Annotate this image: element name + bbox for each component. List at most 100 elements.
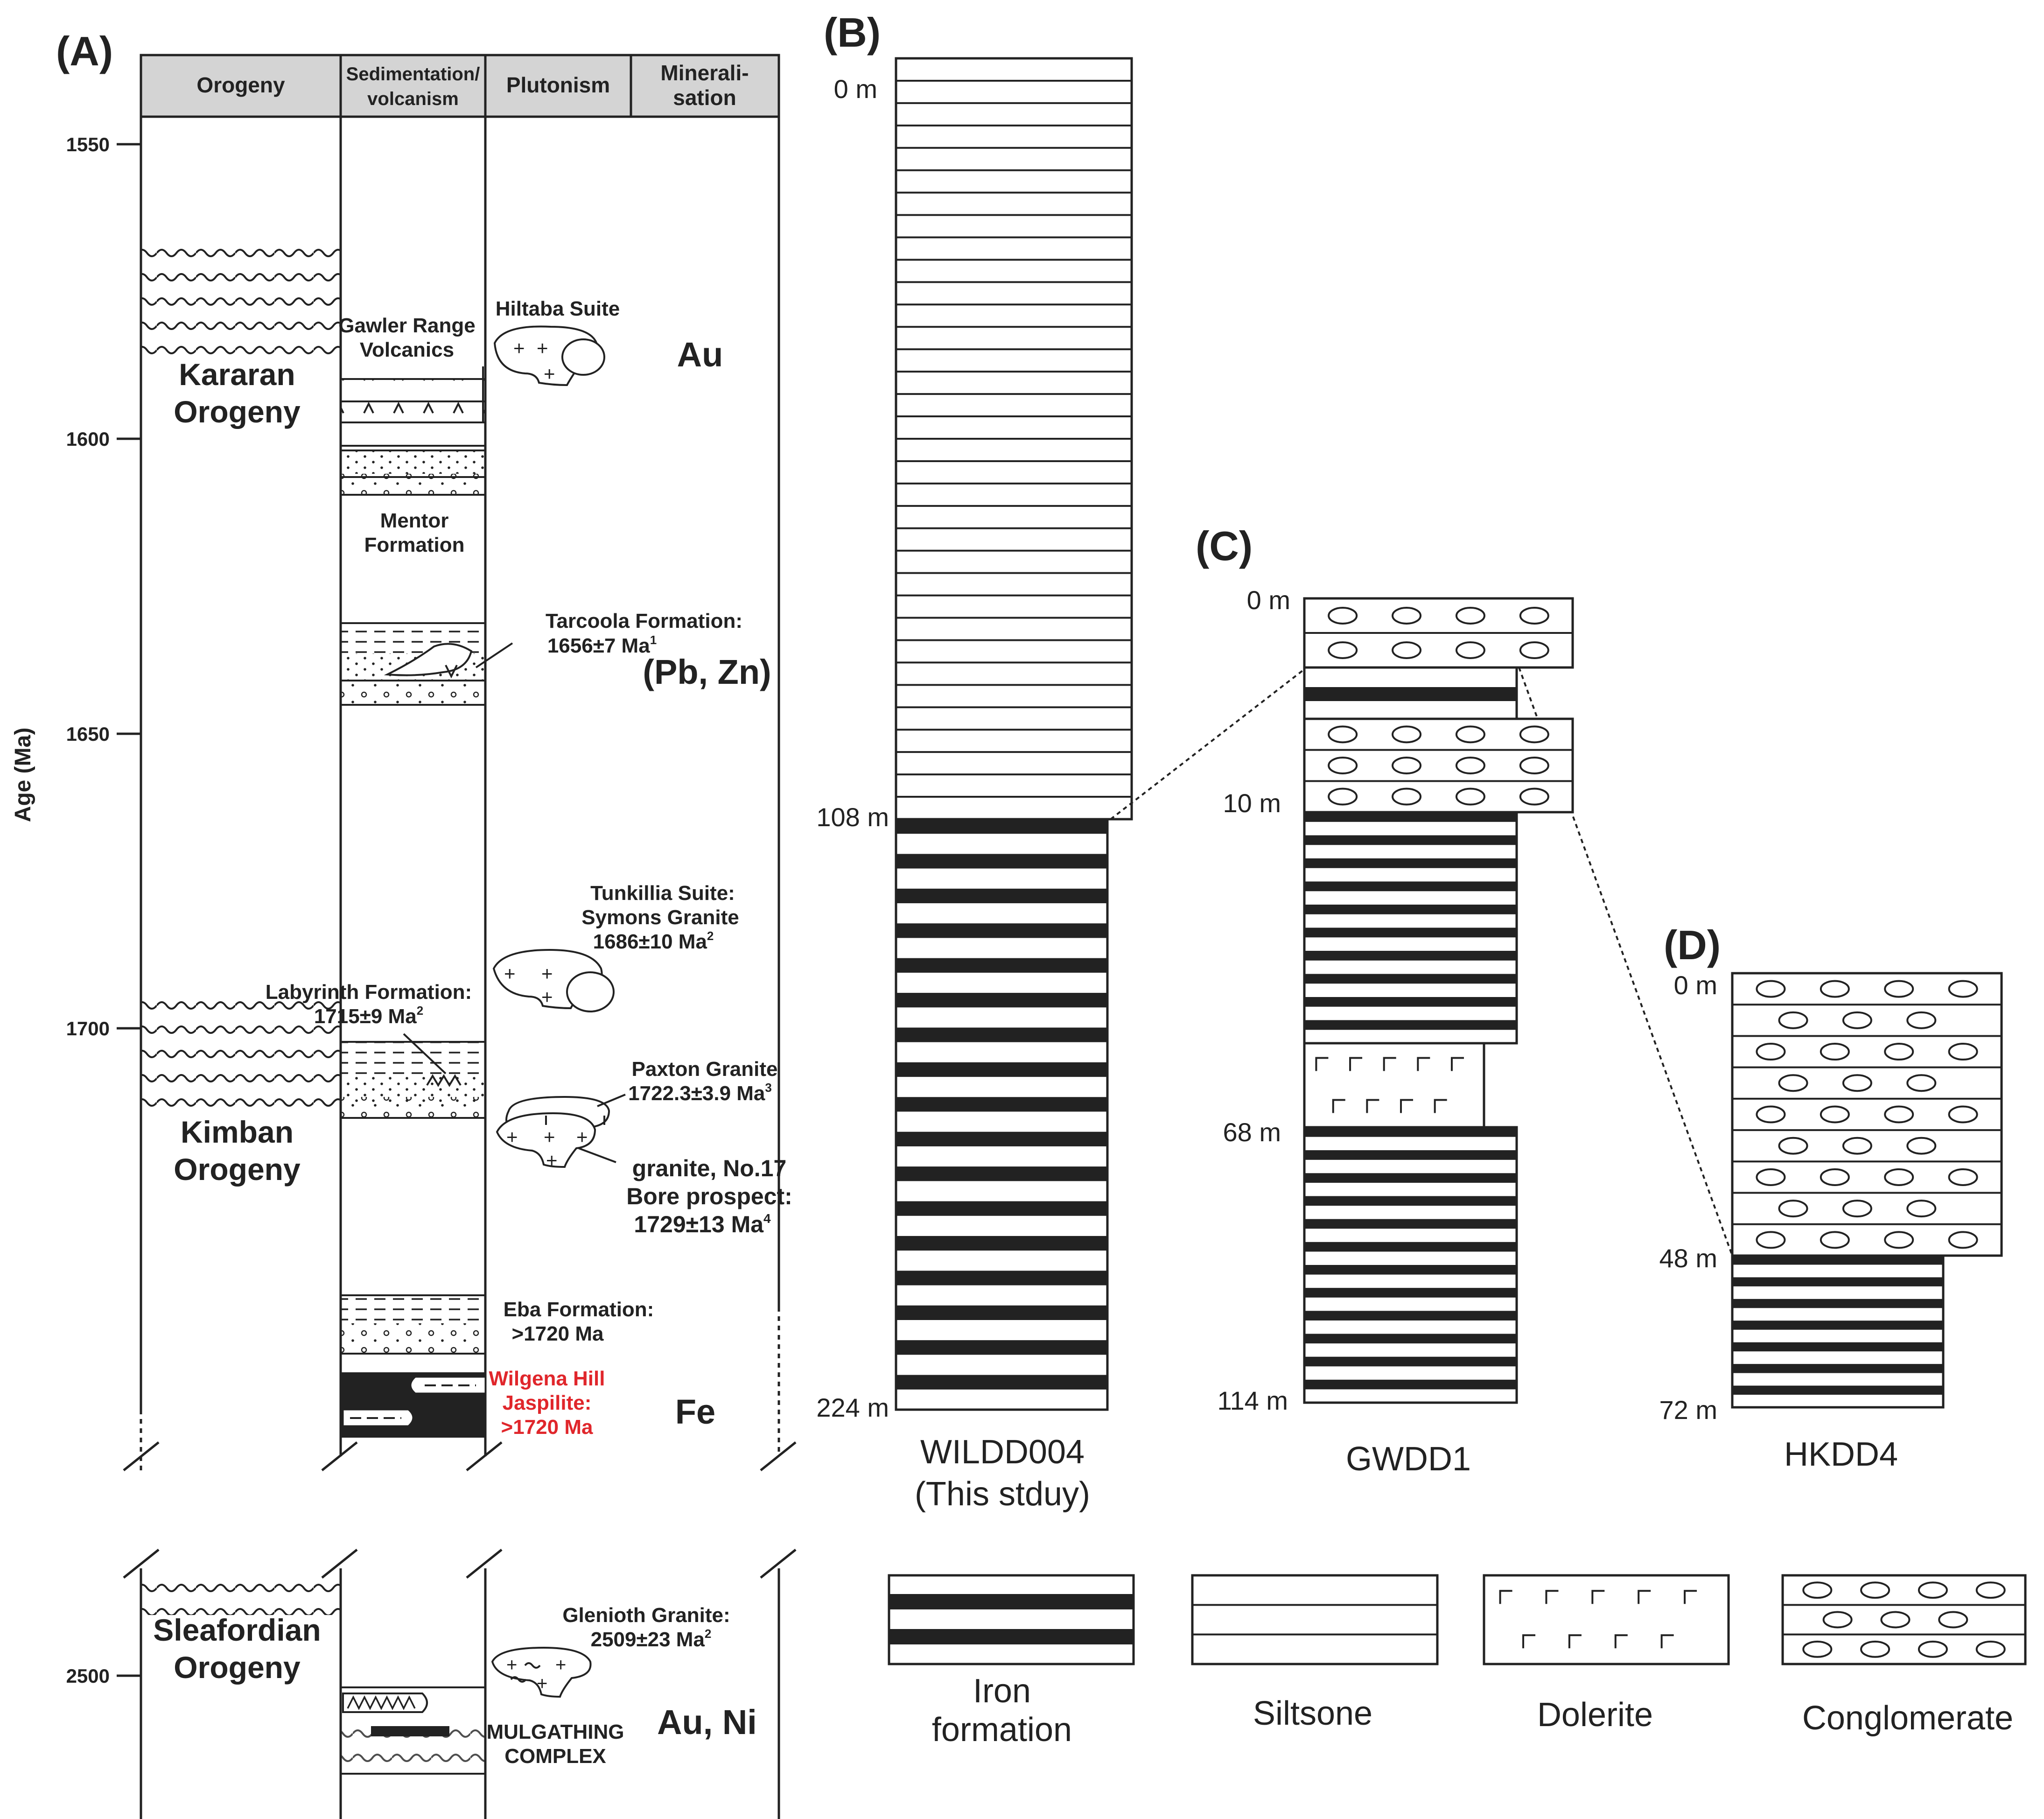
iron-band <box>1304 687 1517 701</box>
iron-band <box>1732 1342 1943 1352</box>
dolerite-mark <box>1400 1099 1414 1113</box>
dolerite-mark <box>1614 1634 1628 1649</box>
dolerite-mark <box>1383 1057 1396 1071</box>
tarcoola-label-2: 1656±7 Ma1 <box>547 633 657 657</box>
iron-box <box>895 818 1109 1411</box>
mulgathing-label-1: MULGATHING <box>487 1721 624 1743</box>
legend-iron-label-2: formation <box>932 1711 1072 1749</box>
svg-text:+: + <box>544 1126 555 1148</box>
kimban-orogeny-2: Orogeny <box>174 1152 301 1187</box>
iron-band <box>1304 1334 1517 1344</box>
tick-1550: 1550 <box>66 133 110 155</box>
pebble <box>1948 980 1978 998</box>
svg-text:+: + <box>576 1126 588 1148</box>
header-row <box>140 54 780 118</box>
sleafordian-wave-zone <box>141 1573 341 1615</box>
d-depth-bottom: 72 m <box>1659 1395 1718 1425</box>
dolerite-mark <box>1349 1057 1363 1071</box>
dolerite-mark <box>1315 1057 1329 1071</box>
pebble <box>1756 1105 1786 1124</box>
iron-band <box>1304 1196 1517 1206</box>
c-depth-top: 0 m <box>1247 585 1290 615</box>
eba-label-1: Eba Formation: <box>504 1298 654 1321</box>
hkdd4-conglomerate <box>1731 972 2003 1257</box>
sleafordian-orogeny-2: Orogeny <box>174 1650 301 1685</box>
min-auni: Au, Ni <box>657 1703 757 1742</box>
iron-band <box>1732 1256 1943 1265</box>
pebble <box>1328 725 1358 744</box>
pebble <box>1918 1581 1948 1599</box>
tick-2500: 2500 <box>66 1665 110 1687</box>
svg-text:+: + <box>555 1655 566 1675</box>
gwdd1-iron-formation-upper <box>1303 811 1518 1045</box>
legend-conglomerate-label: Conglomerate <box>1802 1700 2013 1737</box>
pebble <box>1392 757 1422 774</box>
panel-b-label: (B) <box>824 9 881 56</box>
kararan-wave-zone <box>141 238 341 355</box>
iron-band <box>1304 1242 1517 1252</box>
panel-c-label: (C) <box>1196 523 1253 569</box>
pebble <box>1802 1581 1833 1599</box>
pebble <box>1860 1581 1890 1599</box>
hiltaba-label: Hiltaba Suite <box>496 297 620 320</box>
gawler-range-1: Gawler Range <box>338 314 475 337</box>
pebble <box>1756 1231 1786 1249</box>
pebble <box>1860 1640 1890 1658</box>
sleafordian-orogeny-1: Sleafordian <box>153 1613 321 1647</box>
wilddd004-siltstone <box>895 57 1133 821</box>
dolerite-mark <box>1522 1634 1536 1649</box>
iron-band <box>896 1027 1107 1042</box>
pebble <box>1802 1640 1833 1658</box>
bore-label-2: Bore prospect: <box>626 1183 792 1209</box>
pebble <box>1392 641 1422 659</box>
pebble <box>1906 1011 1937 1029</box>
kararan-orogeny-2: Orogeny <box>174 394 301 429</box>
pebble <box>1519 641 1549 659</box>
pebble <box>1455 607 1485 625</box>
b-depth-contact: 108 m <box>816 802 889 832</box>
dolerite-box <box>1303 1042 1485 1129</box>
pebble <box>1519 725 1549 744</box>
c-hole-name: GWDD1 <box>1346 1440 1471 1478</box>
pebble <box>1884 1231 1914 1249</box>
iron-band <box>896 1097 1107 1112</box>
iron-band <box>889 1629 1134 1644</box>
paxton-pluton-icon: + + + + <box>496 1096 610 1171</box>
pebble <box>1778 1200 1808 1218</box>
legend-iron-label-1: Iron <box>973 1672 1031 1710</box>
pebble <box>1392 607 1422 625</box>
pebble <box>1455 725 1485 744</box>
pebble <box>1820 1105 1850 1124</box>
pebble <box>1519 607 1549 625</box>
svg-text:+: + <box>504 962 516 984</box>
dolerite-mark <box>1417 1057 1430 1071</box>
iron-band <box>896 1131 1107 1146</box>
tunkillia-pluton-icon: + + + <box>492 948 615 1012</box>
iron-band <box>1304 1311 1517 1320</box>
min-pbzn: (Pb, Zn) <box>643 653 771 691</box>
iron-band <box>896 958 1107 973</box>
panel-c: (C) 0 m 10 m 68 m 114 m GWDD1 <box>1196 523 1574 1478</box>
legend-iron-formation-swatch <box>888 1574 1135 1665</box>
axis-break-top <box>123 1441 797 1579</box>
svg-text:+: + <box>541 986 553 1008</box>
b-hole-name-2: (This stduy) <box>915 1475 1090 1513</box>
pebble <box>1756 1043 1786 1061</box>
eba-label-2: >1720 Ma <box>512 1322 604 1345</box>
pebble <box>1778 1074 1808 1092</box>
header-sed-2: volcanism <box>367 89 459 109</box>
pebble <box>1906 1200 1937 1218</box>
gawler-range-2: Volcanics <box>360 338 454 361</box>
pebble <box>1756 1168 1786 1186</box>
wilgena-jaspilite-symbol <box>341 1372 486 1438</box>
glenioth-label-1: Glenioth Granite: <box>562 1604 730 1627</box>
wilgena-label-1: Wilgena Hill <box>489 1367 605 1390</box>
glenioth-label-2: 2509±23 Ma2 <box>591 1627 712 1651</box>
iron-band <box>1304 974 1517 984</box>
wilddd004-lower-outline <box>895 818 1109 1411</box>
eba-formation-symbol <box>341 1294 485 1355</box>
dolerite-mark <box>1684 1590 1697 1604</box>
svg-text:+: + <box>506 1655 517 1675</box>
min-au: Au <box>677 335 723 374</box>
panel-d: (D) 0 m 48 m 72 m HKDD4 <box>1659 922 2003 1473</box>
